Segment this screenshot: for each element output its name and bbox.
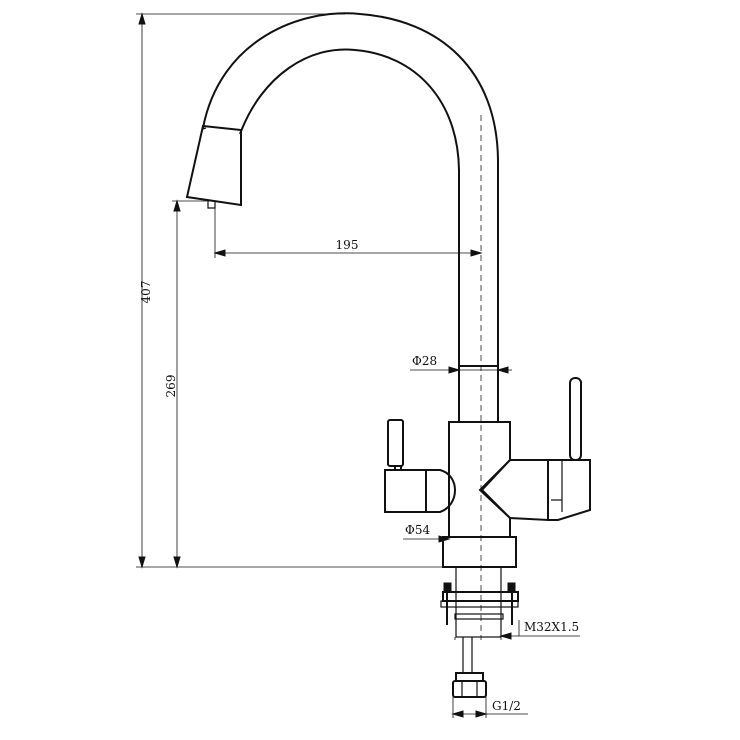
left-handle — [384, 419, 456, 513]
dimension-spout-diameter: Φ28 — [410, 354, 512, 374]
faucet-base — [442, 536, 517, 568]
body-diameter-label: Φ54 — [405, 523, 430, 537]
connection-thread-label: G1/2 — [492, 699, 521, 713]
spout-diameter-label: Φ28 — [412, 354, 437, 368]
right-handle — [480, 377, 591, 522]
dimension-mount-thread: M32X1.5 — [499, 620, 580, 640]
spout — [202, 12, 499, 640]
overall-height-label: 407 — [139, 281, 153, 304]
faucet-body — [448, 365, 511, 538]
spout-height-label: 269 — [164, 375, 178, 398]
supply-connector — [452, 637, 487, 698]
dimension-spout-height: 269 — [164, 199, 215, 569]
mount-thread-label: M32X1.5 — [524, 620, 579, 634]
dimension-spout-reach: 195 — [213, 205, 483, 258]
mounting-hardware — [440, 566, 519, 640]
spout-reach-label: 195 — [336, 238, 359, 252]
dimension-connection-thread: G1/2 — [451, 697, 528, 718]
spray-head — [185, 124, 242, 209]
dimension-overall-height: 407 — [136, 12, 445, 569]
